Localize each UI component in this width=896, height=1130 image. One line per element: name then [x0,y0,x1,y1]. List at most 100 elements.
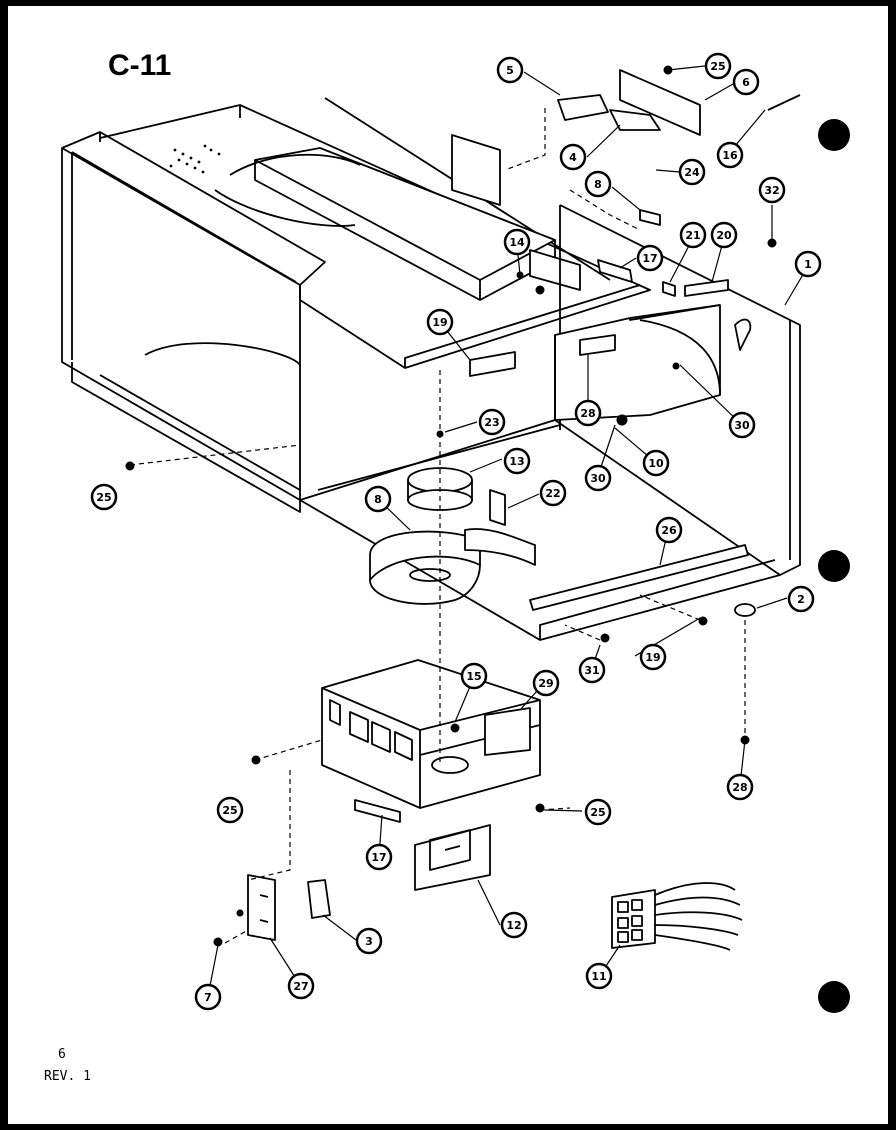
callout-21: 21 [679,221,707,249]
callout-19: 19 [639,643,667,671]
callout-number: 8 [594,178,602,191]
callout-29: 29 [532,669,560,697]
callout-13: 13 [503,447,531,475]
callout-17: 17 [636,244,664,272]
callout-8: 8 [364,485,392,513]
callout-circle [704,52,732,80]
callout-circle [287,972,315,1000]
callout-14: 14 [503,228,531,256]
callout-number: 1 [804,258,812,271]
callout-circle [216,796,244,824]
callout-circle [726,773,754,801]
callout-number: 11 [591,970,606,983]
cabinet-drawing [61,69,801,641]
callout-17: 17 [365,843,393,871]
callout-circle [758,176,786,204]
callout-number: 22 [545,487,560,500]
callout-circle [559,143,587,171]
callout-10: 10 [642,449,670,477]
callout-circle [426,308,454,336]
callout-circle [503,447,531,475]
callout-25: 25 [704,52,732,80]
callout-circle [584,464,612,492]
callout-number: 17 [642,252,657,265]
callout-32: 32 [758,176,786,204]
callout-20: 20 [710,221,738,249]
callout-25: 25 [90,483,118,511]
callout-circle [460,662,488,690]
callout-circle [574,399,602,427]
callout-4: 4 [559,143,587,171]
callout-number: 27 [293,980,308,993]
callout-30: 30 [728,411,756,439]
callout-circle [584,798,612,826]
callout-leader-lines [207,65,809,997]
callout-circle [636,244,664,272]
callout-6: 6 [732,68,760,96]
callout-circle [678,158,706,186]
callout-number: 25 [710,60,725,73]
callout-circle [794,250,822,278]
fasteners [125,65,777,947]
binder-hole-middle [818,550,850,582]
callout-circle [679,221,707,249]
callout-number: 2 [797,593,805,606]
callout-number: 25 [590,806,605,819]
callout-number: 15 [466,670,481,683]
motor-mount-drawing [247,603,756,951]
callout-number: 30 [590,472,606,485]
callout-circle [728,411,756,439]
callout-number: 28 [580,407,595,420]
callout-circle [90,483,118,511]
callout-circle [532,669,560,697]
callout-circle [364,485,392,513]
callout-2: 2 [787,585,815,613]
callout-number: 16 [722,149,738,162]
callout-3: 3 [355,927,383,955]
callout-number: 12 [506,919,521,932]
callout-circle [478,408,506,436]
callout-number: 20 [716,229,732,242]
callout-25: 25 [584,798,612,826]
page-title: C-11 [108,49,171,82]
callout-number: 21 [685,229,700,242]
paper-sheet [8,6,888,1124]
callout-25: 25 [216,796,244,824]
binder-hole-bottom [818,981,850,1013]
callout-circle [584,170,612,198]
callout-number: 23 [484,416,499,429]
callout-number: 17 [371,851,386,864]
callout-number: 28 [732,781,747,794]
callout-number: 6 [742,76,750,89]
callout-number: 14 [509,236,525,249]
callout-19: 19 [426,308,454,336]
callout-11: 11 [585,962,613,990]
callout-number: 29 [538,677,553,690]
callout-circle [787,585,815,613]
page-number: 6 [58,1047,66,1062]
callout-circle [642,449,670,477]
callout-number: 8 [374,493,382,506]
callout-number: 30 [734,419,750,432]
callout-16: 16 [716,141,744,169]
callout-circle [639,643,667,671]
callout-31: 31 [578,656,606,684]
callout-circle [716,141,744,169]
callout-12: 12 [500,911,528,939]
callout-15: 15 [460,662,488,690]
callout-number: 19 [645,651,660,664]
callout-number: 24 [684,166,700,179]
callout-circle [585,962,613,990]
callout-circle [578,656,606,684]
callout-circle [194,983,222,1011]
revision-label: REV. 1 [44,1069,91,1084]
callout-number: 3 [365,935,373,948]
callout-circle [496,56,524,84]
callout-circle [710,221,738,249]
callout-circle [503,228,531,256]
callout-28: 28 [574,399,602,427]
binder-hole-top [818,119,850,151]
callout-circle [539,479,567,507]
